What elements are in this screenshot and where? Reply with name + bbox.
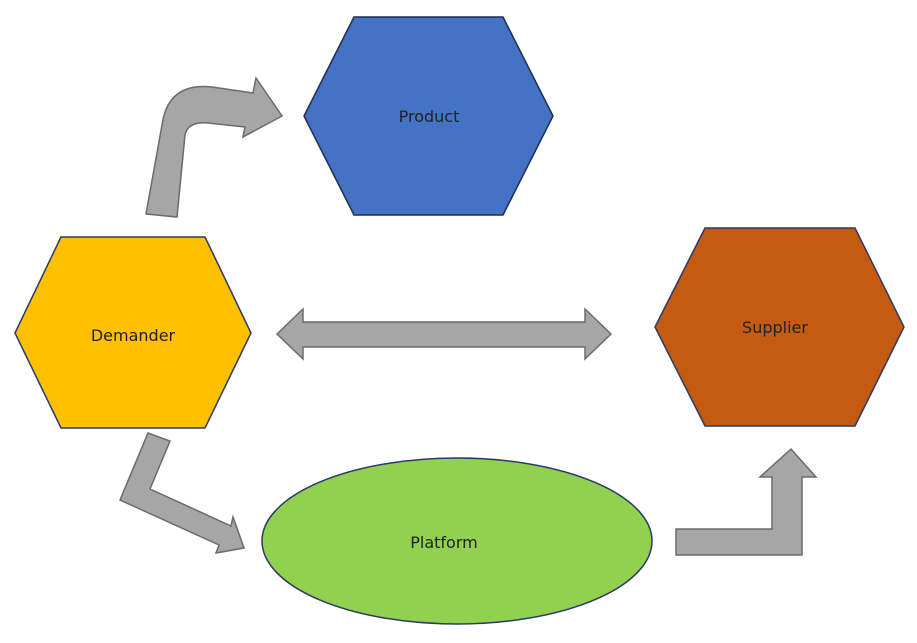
platform-label: Platform — [410, 533, 477, 552]
platform-ellipse — [261, 457, 653, 625]
supplier-label: Supplier — [742, 318, 808, 337]
product-hexagon — [303, 16, 554, 216]
supplier-hexagon — [654, 227, 905, 427]
arrow-platform-to-supplier — [675, 447, 818, 556]
arrow-demander-supplier-bidirectional — [275, 307, 613, 361]
platform-node[interactable]: Platform — [261, 457, 653, 625]
arrow-demander-to-product — [145, 76, 284, 218]
arrow-demander-to-platform — [119, 432, 246, 554]
demander-node[interactable]: Demander — [14, 236, 252, 429]
demander-hexagon — [14, 236, 252, 429]
demander-label: Demander — [91, 326, 176, 345]
product-label: Product — [399, 107, 460, 126]
product-node[interactable]: Product — [303, 16, 554, 216]
supplier-node[interactable]: Supplier — [654, 227, 905, 427]
